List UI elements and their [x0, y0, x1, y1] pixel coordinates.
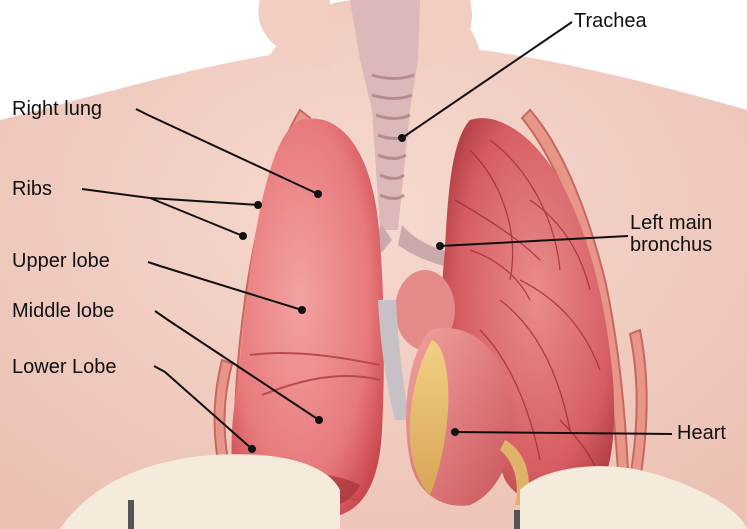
label-lower-lobe: Lower Lobe	[12, 356, 117, 378]
label-left-main-bronchus-line2: bronchus	[630, 234, 712, 256]
label-trachea: Trachea	[574, 10, 647, 32]
label-left-main-bronchus-line1: Left main	[630, 212, 712, 234]
label-heart: Heart	[677, 422, 726, 444]
label-left-main-bronchus: Left main bronchus	[630, 212, 712, 256]
label-middle-lobe: Middle lobe	[12, 300, 114, 322]
label-ribs: Ribs	[12, 178, 52, 200]
label-upper-lobe: Upper lobe	[12, 250, 110, 272]
label-right-lung: Right lung	[12, 98, 102, 120]
